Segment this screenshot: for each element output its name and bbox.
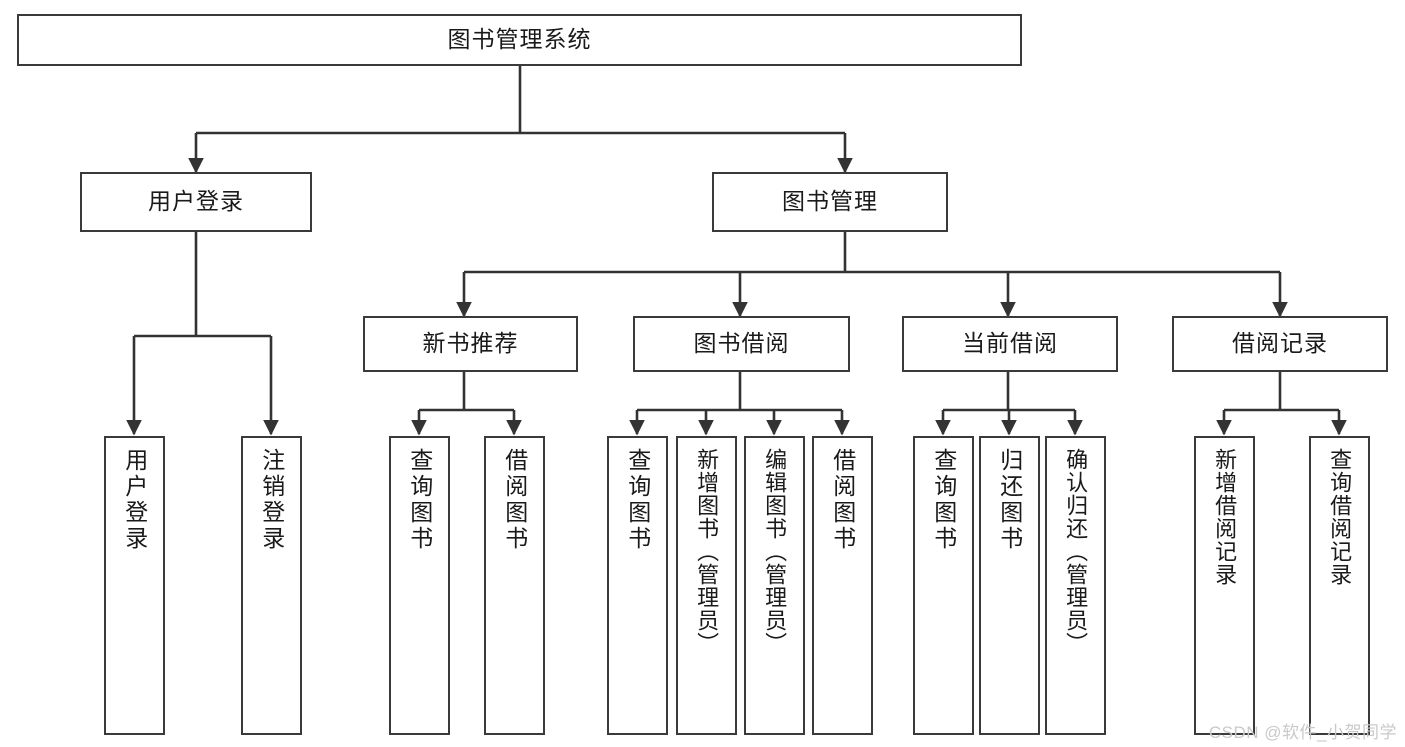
leaf-query-book-current[interactable]: 查询图书 [913,436,974,735]
leaf-borrow-book[interactable]: 借阅图书 [812,436,873,735]
leaf-edit-book-admin[interactable]: 编辑图书（管理员） [744,436,805,735]
node-borrow-record[interactable]: 借阅记录 [1172,316,1388,372]
leaf-add-borrow-record[interactable]: 新增借阅记录 [1194,436,1255,735]
node-current-borrow[interactable]: 当前借阅 [902,316,1118,372]
leaf-add-borrow-record-label: 新增借阅记录 [1212,448,1238,586]
node-root[interactable]: 图书管理系统 [17,14,1022,66]
leaf-borrow-book-label: 借阅图书 [829,448,856,552]
node-current-borrow-label: 当前借阅 [962,330,1058,357]
leaf-return-book[interactable]: 归还图书 [979,436,1040,735]
leaf-edit-book-admin-label: 编辑图书（管理员） [762,448,788,655]
leaf-query-book-newbook[interactable]: 查询图书 [389,436,450,735]
leaf-confirm-return-admin[interactable]: 确认归还（管理员） [1045,436,1106,735]
leaf-confirm-return-admin-label: 确认归还（管理员） [1063,448,1089,655]
node-book-borrow-label: 图书借阅 [693,330,790,357]
node-user-login-label: 用户登录 [148,188,244,215]
leaf-logout-label: 注销登录 [258,448,285,552]
leaf-logout[interactable]: 注销登录 [241,436,302,735]
leaf-return-book-label: 归还图书 [996,448,1023,552]
leaf-user-login-label: 用户登录 [121,448,148,552]
leaf-query-book-current-label: 查询图书 [930,448,957,552]
node-new-book-recommend[interactable]: 新书推荐 [363,316,578,372]
leaf-query-book-borrow[interactable]: 查询图书 [607,436,668,735]
leaf-query-borrow-record-label: 查询借阅记录 [1327,448,1353,586]
node-root-label: 图书管理系统 [447,26,592,53]
leaf-query-book-borrow-label: 查询图书 [624,448,651,552]
leaf-add-book-admin-label: 新增图书（管理员） [694,448,720,655]
leaf-query-borrow-record[interactable]: 查询借阅记录 [1309,436,1370,735]
leaf-query-book-newbook-label: 查询图书 [406,448,433,552]
node-borrow-record-label: 借阅记录 [1232,330,1328,357]
node-book-borrow[interactable]: 图书借阅 [633,316,850,372]
node-book-management-label: 图书管理 [782,188,878,215]
node-book-management[interactable]: 图书管理 [712,172,948,232]
leaf-user-login[interactable]: 用户登录 [104,436,165,735]
leaf-add-book-admin[interactable]: 新增图书（管理员） [676,436,737,735]
node-user-login[interactable]: 用户登录 [80,172,312,232]
node-new-book-recommend-label: 新书推荐 [422,330,519,357]
leaf-borrow-book-newbook-label: 借阅图书 [501,448,528,552]
leaf-borrow-book-newbook[interactable]: 借阅图书 [484,436,545,735]
csdn-watermark: CSDN @软件_小贺同学 [1208,723,1397,742]
